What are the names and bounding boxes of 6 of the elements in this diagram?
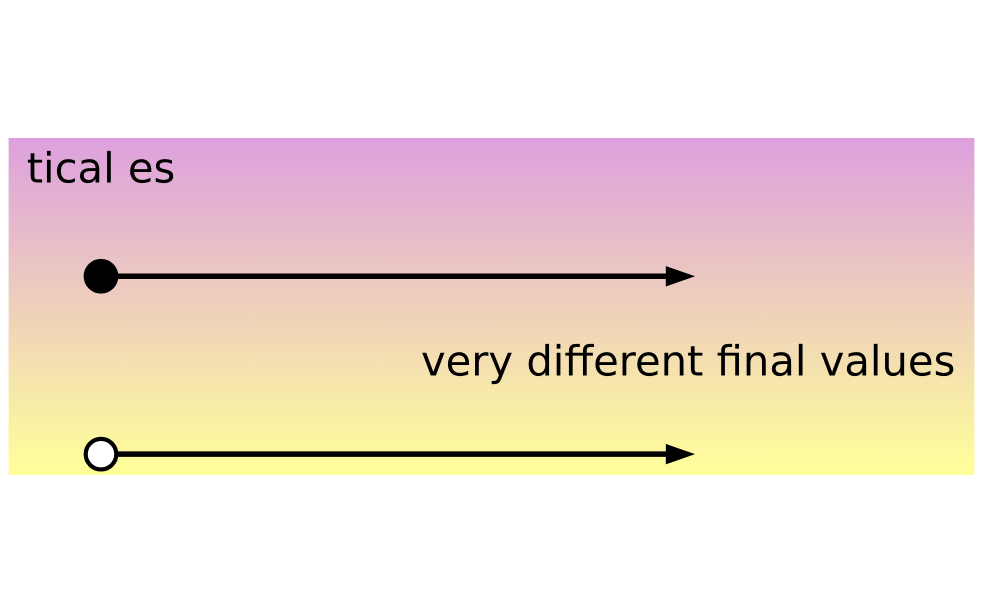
node-circle bbox=[84, 258, 118, 294]
label: very different final values bbox=[420, 336, 956, 386]
node-circle bbox=[84, 436, 118, 472]
arrow bbox=[116, 444, 696, 464]
arrow bbox=[116, 266, 696, 287]
label: tical es bbox=[26, 143, 176, 192]
